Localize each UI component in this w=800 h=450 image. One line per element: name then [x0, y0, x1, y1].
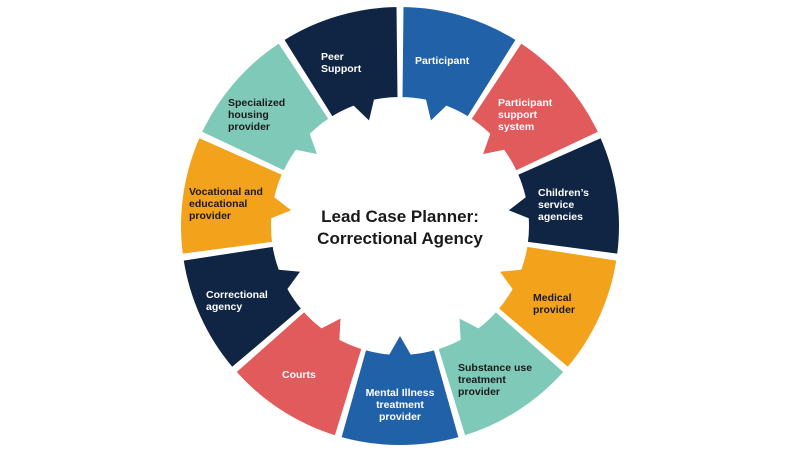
- segment-label-11: Peer Support: [321, 51, 362, 75]
- segment-8: [181, 244, 304, 370]
- segment-6: [339, 331, 461, 448]
- segment-label-6: Mental Illness treatment provider: [365, 387, 435, 423]
- segment-label-8: Correctional agency: [206, 289, 268, 313]
- segment-10: [199, 40, 331, 173]
- segment-9: [179, 135, 296, 256]
- segment-2: [469, 40, 601, 173]
- segment-label-10: Specialized housing provider: [228, 97, 286, 133]
- segment-label-2: Participant support system: [498, 97, 553, 133]
- segment-label-1: Participant: [415, 55, 470, 67]
- segment-label-9: Vocational and educational provider: [189, 186, 263, 222]
- segment-5: [436, 309, 567, 438]
- segment-7: [233, 309, 364, 438]
- segment-label-5: Substance use treatment provider: [458, 362, 533, 398]
- segment-label-3: Children’s service agencies: [538, 187, 589, 223]
- segment-4: [496, 244, 619, 370]
- segment-1: [400, 4, 519, 125]
- segment-label-4: Medical provider: [533, 292, 576, 316]
- segment-label-7: Courts: [282, 369, 316, 381]
- center-title: Lead Case Planner: Correctional Agency: [317, 207, 483, 248]
- segment-11: [281, 4, 400, 125]
- segment-3: [504, 135, 621, 256]
